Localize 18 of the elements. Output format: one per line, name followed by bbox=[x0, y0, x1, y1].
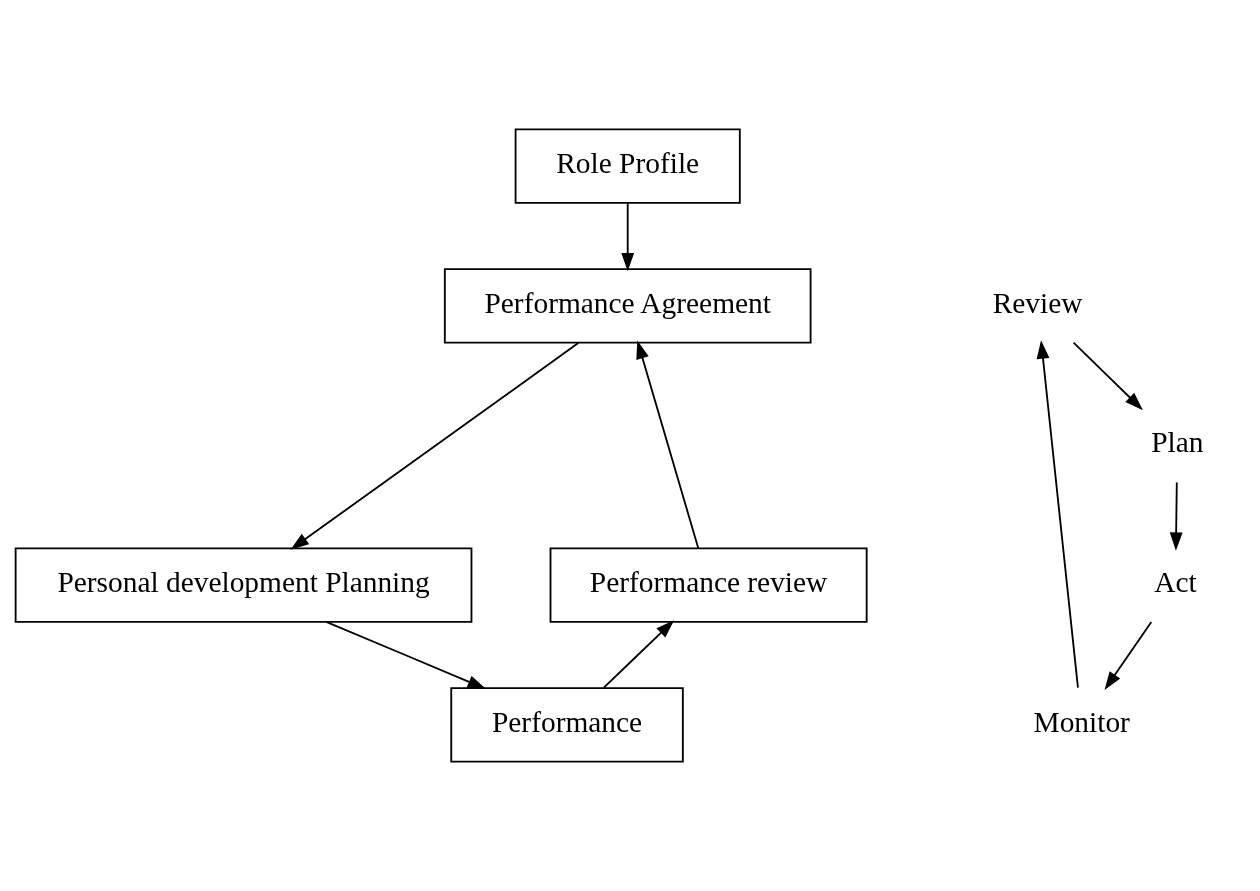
node-box: Performance review bbox=[549, 547, 868, 623]
node-box: Personal development Planning bbox=[14, 547, 473, 623]
node-box: Role Profile bbox=[514, 128, 741, 204]
node-box: Performance bbox=[450, 687, 684, 763]
arrow bbox=[1036, 340, 1079, 689]
arrow bbox=[621, 202, 635, 272]
arrow bbox=[602, 620, 675, 689]
node-text: Plan bbox=[1151, 426, 1204, 459]
arrow bbox=[1169, 481, 1183, 551]
arrow bbox=[636, 340, 700, 549]
node-text: Review bbox=[992, 286, 1083, 319]
arrow bbox=[325, 621, 486, 689]
arrow bbox=[1072, 341, 1143, 411]
arrow bbox=[290, 342, 580, 550]
node-box: Performance Agreement bbox=[443, 268, 812, 344]
node-text: Act bbox=[1154, 566, 1197, 599]
node-text: Monitor bbox=[1033, 705, 1130, 738]
arrow bbox=[1104, 621, 1153, 690]
